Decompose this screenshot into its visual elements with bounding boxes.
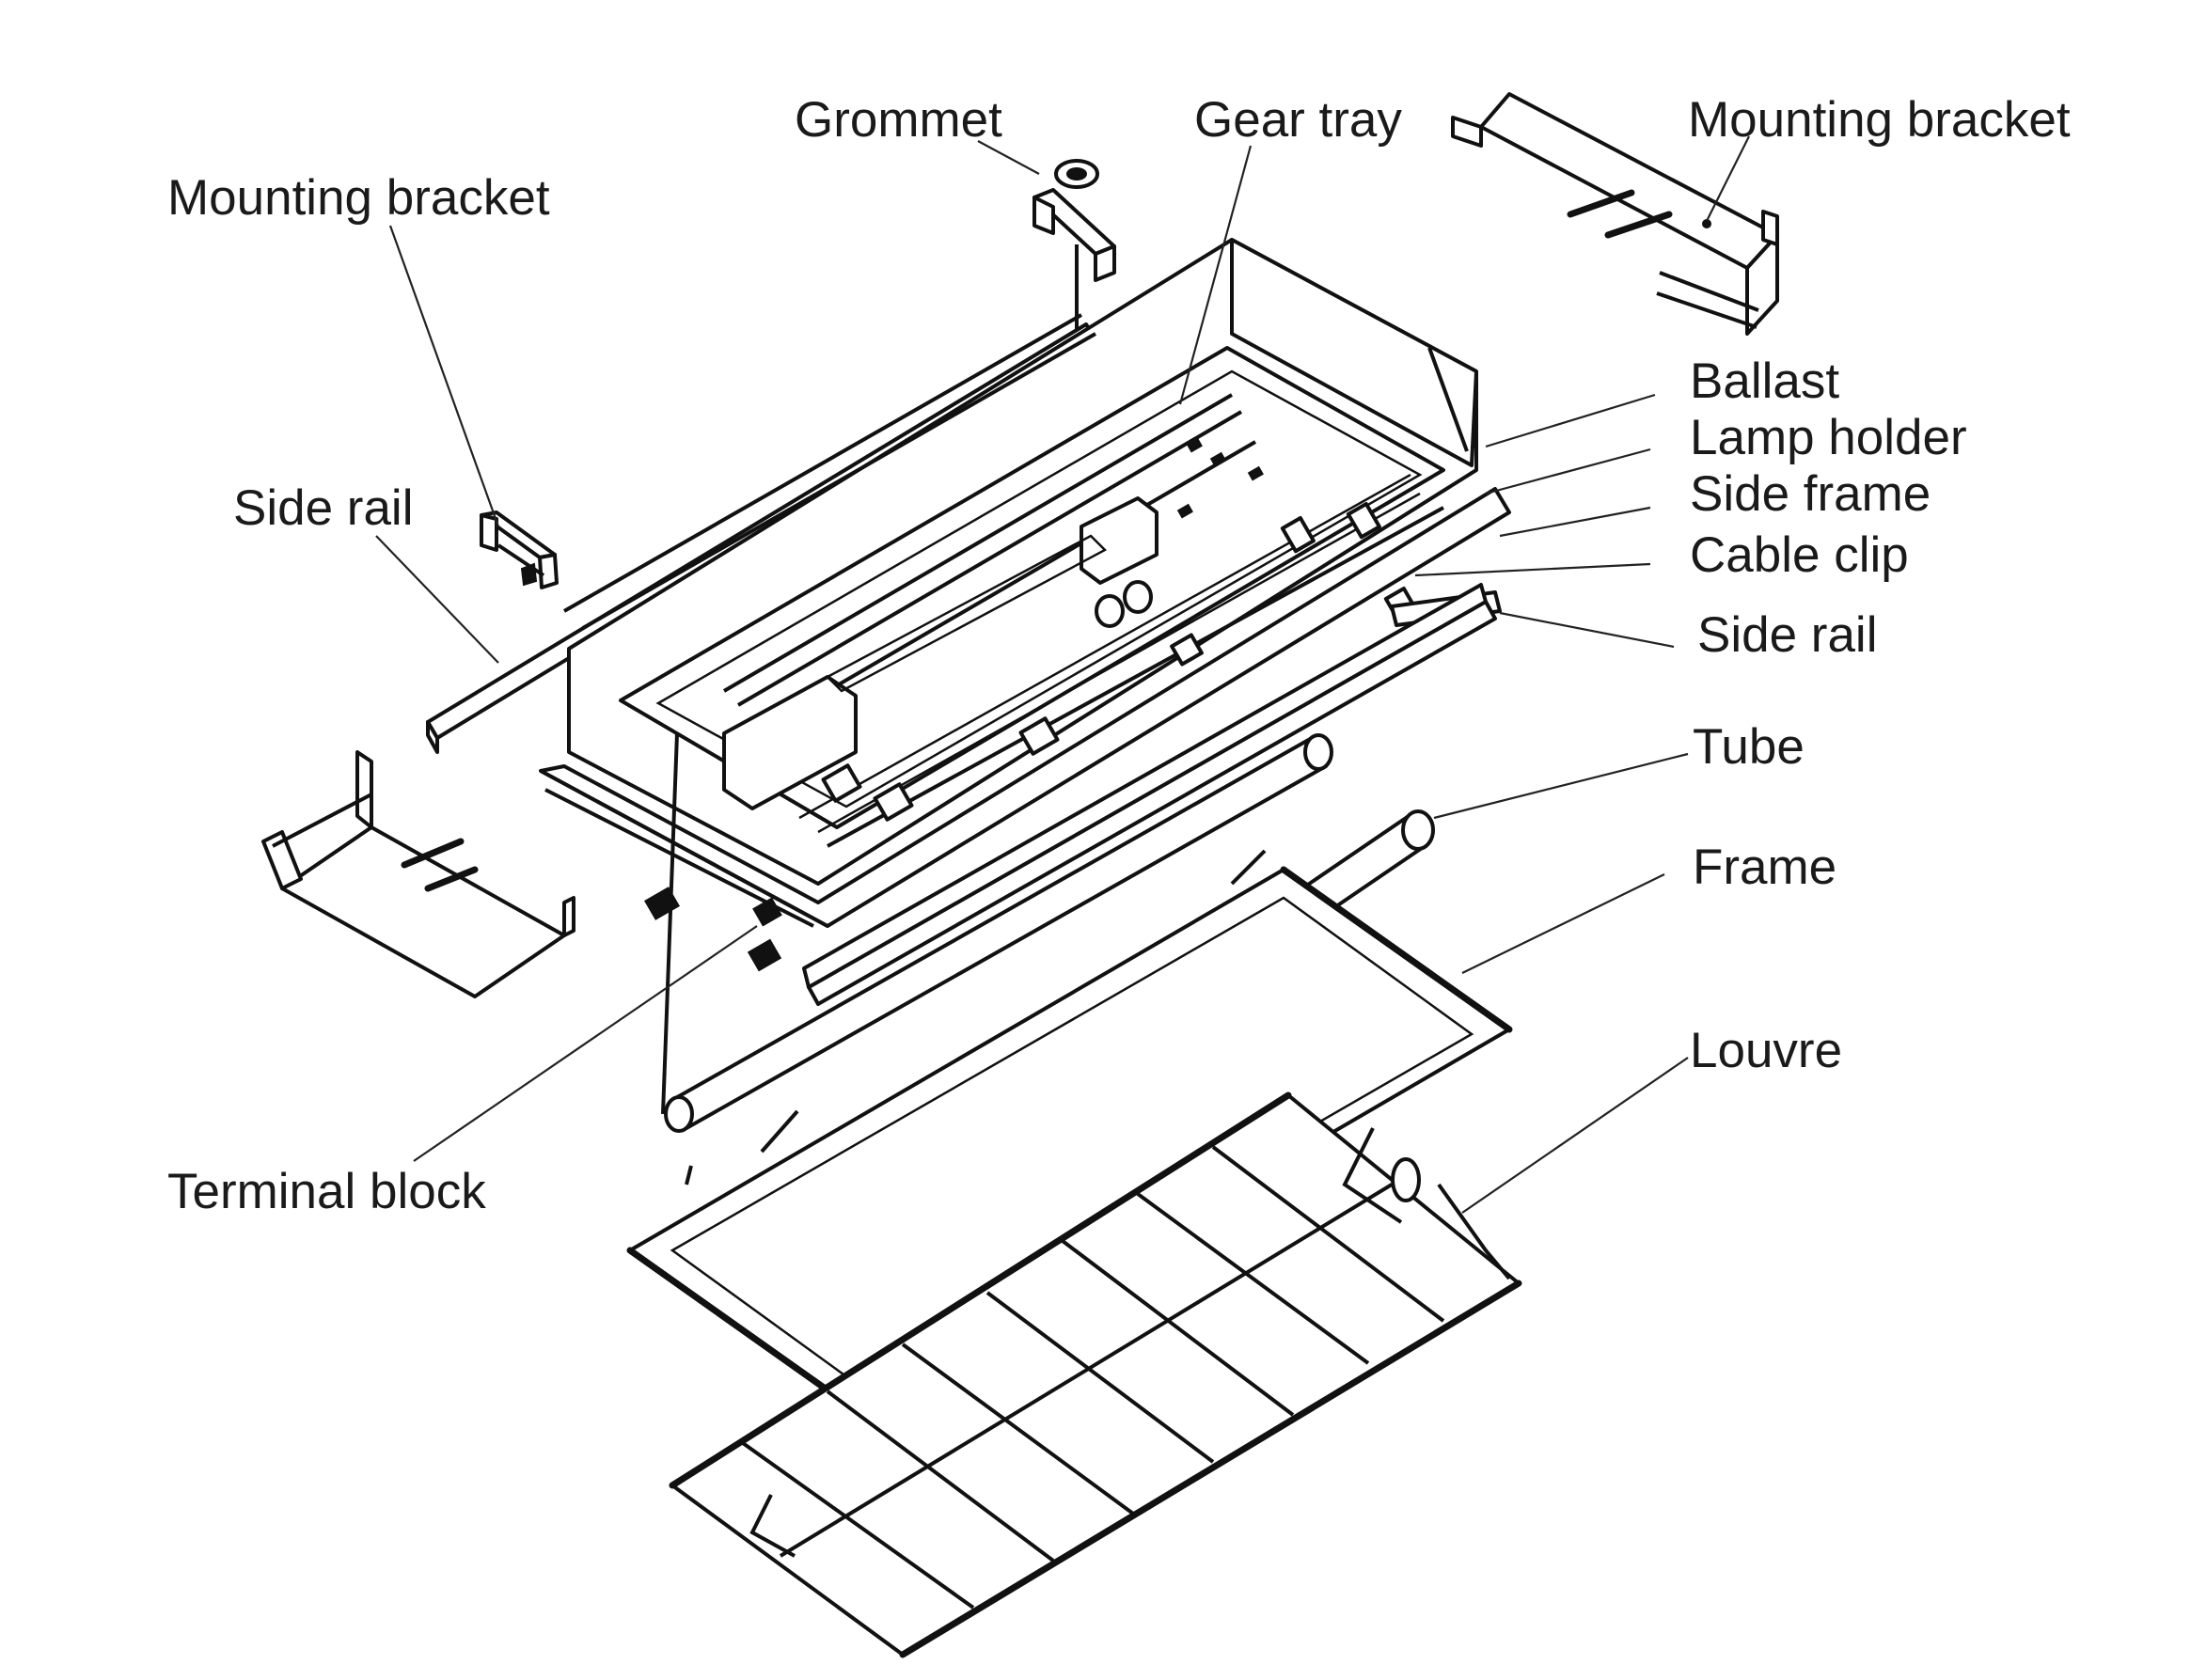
labels: Grommet Gear tray Mounting bracket Mount… bbox=[167, 92, 2071, 1219]
label-side-rail-right: Side rail bbox=[1697, 607, 1877, 663]
mounting-bracket-right bbox=[1451, 92, 1779, 336]
label-grommet: Grommet bbox=[795, 92, 1002, 148]
terminal-block bbox=[644, 732, 782, 1115]
label-louvre: Louvre bbox=[1690, 1023, 1842, 1078]
mounting-bracket-left-small bbox=[480, 510, 559, 589]
mounting-bracket-left bbox=[261, 750, 575, 998]
label-mounting-bracket-right: Mounting bracket bbox=[1688, 92, 2071, 148]
label-side-frame: Side frame bbox=[1690, 466, 1931, 522]
tube-lower bbox=[1300, 809, 1435, 919]
label-terminal-block: Terminal block bbox=[167, 1164, 486, 1219]
leader-lines bbox=[375, 135, 1750, 1214]
label-frame: Frame bbox=[1693, 840, 1836, 895]
side-rail-right bbox=[802, 583, 1497, 1006]
tube-upper bbox=[664, 733, 1333, 1133]
label-mounting-bracket-left: Mounting bracket bbox=[167, 170, 550, 226]
grommet bbox=[1032, 159, 1116, 329]
frame bbox=[626, 849, 1513, 1414]
label-lamp-holder: Lamp holder bbox=[1690, 410, 1967, 465]
label-side-rail-left: Side rail bbox=[233, 480, 413, 536]
label-gear-tray: Gear tray bbox=[1194, 92, 1402, 148]
label-tube: Tube bbox=[1693, 719, 1805, 775]
label-ballast: Ballast bbox=[1690, 353, 1839, 409]
louvre bbox=[669, 1091, 1522, 1658]
label-cable-clip: Cable clip bbox=[1690, 527, 1909, 583]
gear-tray-body bbox=[539, 238, 1511, 928]
